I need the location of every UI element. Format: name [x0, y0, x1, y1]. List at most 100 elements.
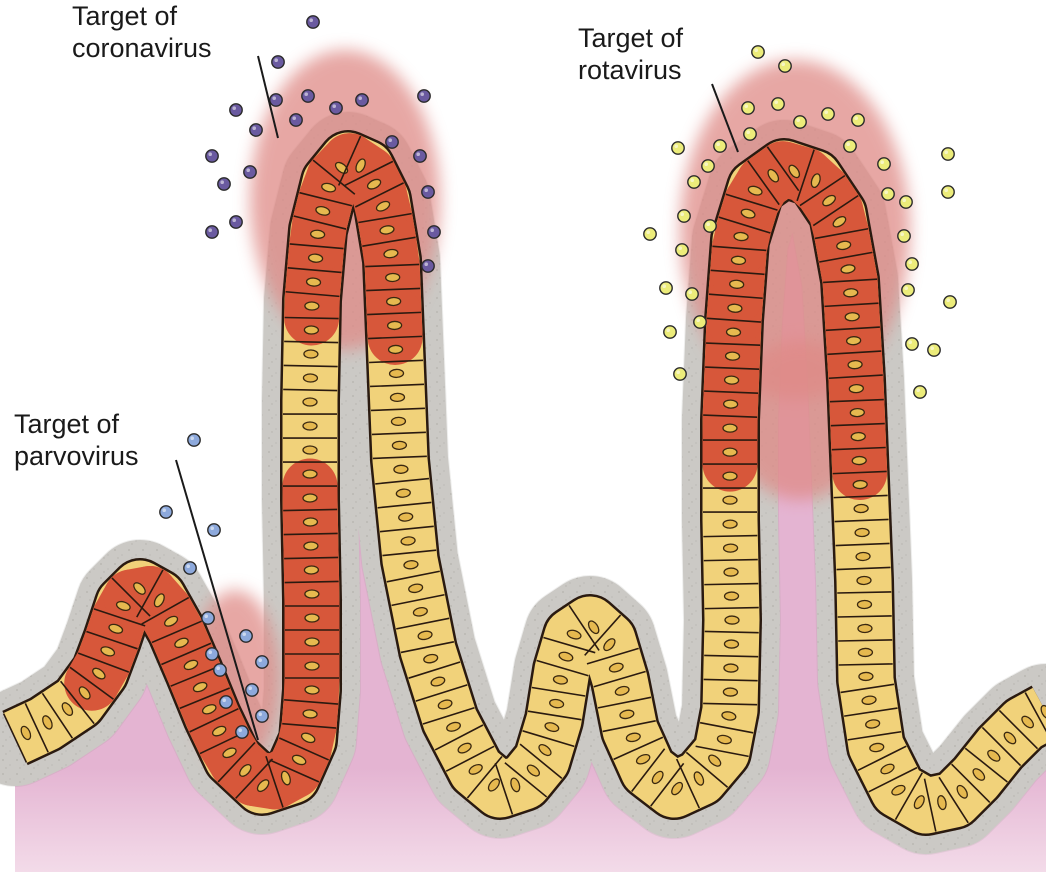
parvovirus-particle-highlight [210, 526, 214, 530]
cell-divider [840, 683, 895, 694]
rotavirus-label: Target of rotavirus [578, 22, 683, 86]
cell-divider [799, 174, 846, 207]
rotavirus-particle [671, 141, 685, 155]
cell-divider [584, 614, 622, 656]
cell-nucleus [222, 747, 237, 759]
rotavirus-particle-highlight [946, 298, 950, 303]
rotavirus-particle-highlight [916, 388, 920, 393]
cell-nucleus [391, 440, 408, 451]
parvovirus-label: Target of parvovirus [14, 408, 139, 472]
rotavirus-particle [771, 97, 785, 111]
cell-nucleus [304, 661, 320, 671]
cell-divider [747, 160, 780, 206]
cell-divider [704, 630, 759, 634]
parvovirus-particle [239, 629, 253, 643]
cell-nucleus [843, 288, 859, 298]
cell-nucleus [388, 368, 405, 379]
coronavirus-particle-highlight [420, 92, 425, 96]
cell-divider [706, 342, 761, 347]
rotavirus-particle-highlight [744, 104, 748, 108]
cell-nucleus [614, 685, 630, 696]
coronavirus-particle [217, 177, 231, 191]
cell-nucleus [302, 493, 318, 503]
cell-nucleus [256, 779, 270, 793]
parvovirus-particle [213, 663, 227, 677]
cell-divider [543, 636, 596, 654]
cell-divider [86, 630, 138, 650]
cell-nucleus [303, 541, 319, 551]
cell-nucleus [722, 519, 738, 529]
cell-divider [593, 670, 646, 688]
parvovirus-particle [245, 683, 259, 697]
cell-nucleus [549, 698, 565, 709]
cell-divider [613, 736, 664, 761]
cell-nucleus [398, 512, 414, 522]
coronavirus-particle-highlight [358, 96, 363, 100]
rotavirus-particle [943, 295, 957, 309]
cell-divider [285, 290, 340, 298]
cell-nucleus [724, 615, 740, 625]
cell-divider [299, 191, 353, 207]
rotavirus-particle [821, 107, 835, 121]
cell-nucleus [558, 651, 574, 662]
cell-nucleus [115, 600, 131, 612]
cell-nucleus [315, 205, 331, 216]
rotavirus-particle-highlight [900, 232, 904, 236]
parvovirus-particle-highlight [162, 508, 166, 512]
cell-divider [69, 666, 114, 700]
coronavirus-particle [205, 225, 219, 239]
cell-nucleus [78, 686, 91, 700]
cell-divider [835, 542, 890, 547]
cell-nucleus [725, 327, 742, 337]
cell-nucleus [417, 630, 433, 641]
cell-divider [445, 745, 495, 772]
coronavirus-particle-highlight [208, 152, 212, 156]
cell-nucleus [430, 676, 446, 687]
cell-divider [287, 267, 342, 274]
cell-nucleus [375, 200, 391, 212]
cell-divider [586, 647, 639, 665]
cell-nucleus [722, 447, 738, 457]
cell-divider [358, 212, 412, 224]
cell-divider [838, 639, 893, 642]
coronavirus-particle [427, 225, 441, 239]
cell-nucleus [856, 575, 872, 586]
cell-divider [368, 335, 423, 340]
cell-divider [828, 374, 883, 380]
rotavirus-particle [659, 281, 673, 295]
rotavirus-particle-highlight [716, 142, 720, 146]
cell-divider [422, 707, 475, 725]
cell-divider [289, 243, 344, 250]
cell-divider [522, 730, 575, 748]
rotavirus-particle-highlight [704, 162, 708, 166]
epithelial-cell-layer [2, 130, 1046, 836]
cell-divider [868, 766, 918, 793]
cell-nucleus [733, 231, 749, 242]
cell-nucleus [355, 158, 366, 173]
rotavirus-particle [751, 45, 765, 59]
cell-nucleus [832, 216, 847, 228]
cell-divider [93, 608, 146, 627]
rotavirus-particle [693, 315, 707, 329]
parvovirus-particle [207, 523, 221, 537]
cell-divider [41, 692, 74, 739]
cell-divider [704, 582, 759, 586]
cell-divider [371, 431, 426, 436]
cell-nucleus [201, 704, 217, 715]
cell-divider [819, 251, 873, 263]
coronavirus-particle-highlight [220, 180, 224, 184]
cell-nucleus [302, 709, 318, 719]
cell-nucleus [92, 667, 106, 680]
cell-divider [923, 778, 937, 832]
rotavirus-particle-highlight [781, 62, 785, 66]
rotavirus-particle-highlight [674, 144, 678, 148]
cell-divider [519, 743, 563, 779]
cell-nucleus [852, 479, 868, 490]
coronavirus-particle [421, 185, 435, 199]
rotavirus-particle-highlight [884, 190, 888, 194]
parvovirus-particle [235, 725, 249, 739]
cell-nucleus [850, 431, 866, 442]
parvovirus-particle [183, 561, 197, 575]
cell-nucleus [857, 623, 873, 634]
parvovirus-particle-highlight [204, 614, 208, 618]
